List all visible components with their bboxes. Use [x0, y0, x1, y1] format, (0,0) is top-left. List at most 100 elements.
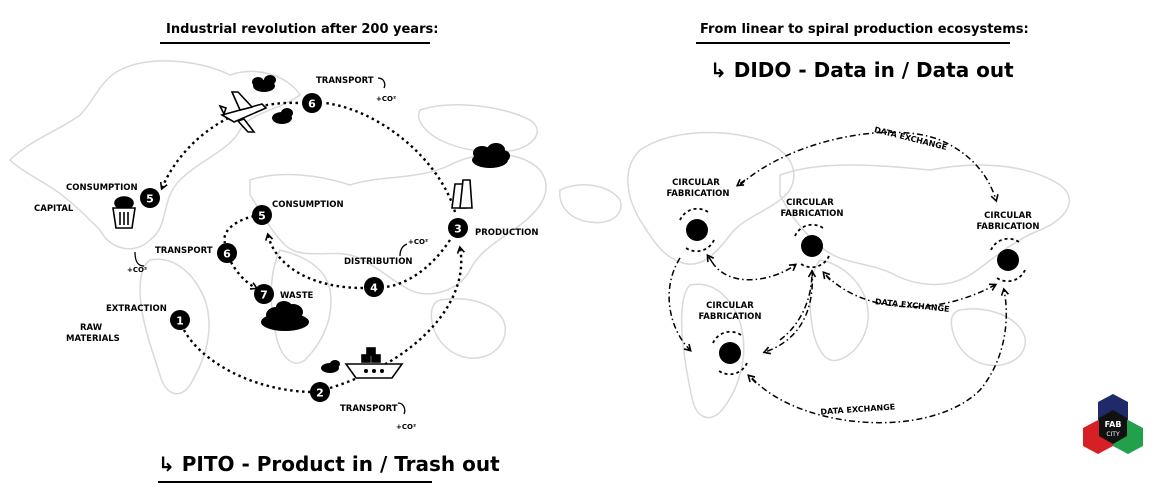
svg-text:3: 3 [454, 223, 462, 236]
pito-labels: CONSUMPTION CAPITAL TRANSPORT +CO² CONSU… [34, 76, 539, 431]
logo-fab: FAB [1105, 420, 1122, 429]
pito-title: ↳ PITO - Product in / Trash out [158, 452, 500, 476]
label-materials: MATERIALS [66, 334, 120, 344]
airplane-icon [218, 91, 268, 133]
label-distribution: DISTRIBUTION [344, 257, 413, 267]
svg-text:5: 5 [146, 193, 154, 206]
data-exchange-bottom [751, 287, 1010, 424]
dido-connections [668, 131, 1010, 424]
label-co2-bottom: +CO² [396, 423, 416, 431]
label-fabrication-right: FABRICATION [976, 222, 1039, 232]
label-fabrication-left: FABRICATION [666, 189, 729, 199]
cloud-icon [321, 360, 340, 373]
dido-title: ↳ DIDO - Data in / Data out [710, 58, 1014, 82]
pito-nodes: 1 2 3 4 5 5 6 6 7 [140, 93, 468, 402]
node-3: 3 [448, 218, 468, 238]
arrow-icon: ↳ [710, 58, 734, 82]
label-fabrication-middle: FABRICATION [780, 209, 843, 219]
label-consumption-inner: CONSUMPTION [272, 200, 344, 210]
fab-node-middle [794, 223, 830, 269]
flow-left-bottom [668, 257, 692, 352]
svg-text:2: 2 [316, 387, 324, 400]
node-7: 7 [254, 284, 274, 304]
pito-cycle [159, 101, 465, 394]
trash-bin-icon [112, 196, 136, 229]
label-fabrication-bottom: FABRICATION [698, 312, 761, 322]
svg-text:5: 5 [258, 210, 266, 223]
label-production: PRODUCTION [475, 228, 539, 238]
node-4: 4 [364, 277, 384, 297]
label-data-exchange-top: DATA EXCHANGE [873, 125, 948, 152]
fab-node-right [990, 237, 1026, 283]
factory-icon [451, 179, 473, 209]
label-capital: CAPITAL [34, 204, 74, 214]
fab-city-logo: FAB CITY [1083, 394, 1143, 454]
flow-3-6 [324, 101, 457, 213]
label-data-exchange-middle: DATA EXCHANGE [875, 297, 950, 314]
cloud-icon [472, 143, 510, 168]
flow-middle-bottom [762, 269, 814, 355]
left-heading: Industrial revolution after 200 years: [166, 22, 439, 37]
flow-middle-left-back [706, 253, 715, 263]
label-extraction: EXTRACTION [106, 304, 167, 314]
node-2: 2 [310, 382, 330, 402]
label-circular-left: CIRCULAR [672, 178, 720, 188]
left-heading-underline [160, 42, 430, 44]
dido-nodes [679, 207, 1026, 376]
flow-2-3 [329, 245, 465, 390]
world-map-right [559, 131, 1071, 419]
data-exchange-middle-back [822, 271, 831, 281]
label-transport-bottom: TRANSPORT [340, 404, 398, 414]
co2-hook-icons [134, 77, 408, 415]
flow-4-5 [264, 232, 364, 290]
svg-text:7: 7 [260, 289, 268, 302]
flow-6-5 [159, 101, 299, 191]
label-raw: RAW [80, 323, 103, 333]
label-circular-middle: CIRCULAR [786, 198, 834, 208]
cloud-icon [252, 75, 276, 92]
label-co2-mid: +CO² [408, 238, 428, 246]
svg-text:6: 6 [223, 248, 231, 261]
svg-text:4: 4 [370, 282, 378, 295]
arrow-icon: ↳ [158, 452, 182, 476]
right-heading-underline [696, 42, 1010, 44]
label-data-exchange-bottom: DATA EXCHANGE [820, 402, 895, 416]
node-5-outer: 5 [140, 188, 160, 208]
right-heading: From linear to spiral production ecosyst… [700, 22, 1029, 37]
dido-text: DIDO - Data in / Data out [733, 58, 1014, 82]
label-circular-right: CIRCULAR [984, 211, 1032, 221]
label-co2-top: +CO² [376, 95, 396, 103]
label-waste: WASTE [280, 291, 313, 301]
data-exchange-bottom-back [747, 374, 757, 384]
label-co2-left: +CO² [127, 266, 147, 274]
svg-text:6: 6 [308, 98, 316, 111]
data-exchange-middle [825, 274, 998, 308]
dido-labels: CIRCULAR FABRICATION CIRCULAR FABRICATIO… [666, 178, 1039, 322]
label-transport-left: TRANSPORT [155, 246, 213, 256]
label-transport-top: TRANSPORT [316, 76, 374, 86]
node-6-top: 6 [302, 93, 322, 113]
flow-5-6 [223, 214, 255, 244]
cloud-icon [272, 108, 293, 124]
fab-node-left [679, 207, 715, 253]
pito-underline [158, 481, 432, 483]
pito-text: PITO - Product in / Trash out [181, 452, 500, 476]
svg-text:1: 1 [176, 315, 184, 328]
flow-1-2 [182, 329, 311, 394]
ship-icon [344, 347, 404, 379]
flow-left-middle [711, 261, 798, 281]
flow-6-7 [229, 261, 259, 290]
data-exchange-top [739, 131, 999, 203]
node-1: 1 [170, 310, 190, 330]
node-6-inner: 6 [217, 243, 237, 263]
logo-city: CITY [1106, 431, 1120, 438]
waste-pile-icon [261, 301, 309, 331]
label-circular-bottom: CIRCULAR [706, 301, 754, 311]
fab-node-bottom [712, 330, 748, 376]
label-consumption-left: CONSUMPTION [66, 183, 138, 193]
world-map-left [8, 60, 547, 395]
flow-bottom-middle [779, 269, 817, 341]
data-exchange-top-back [735, 178, 746, 187]
